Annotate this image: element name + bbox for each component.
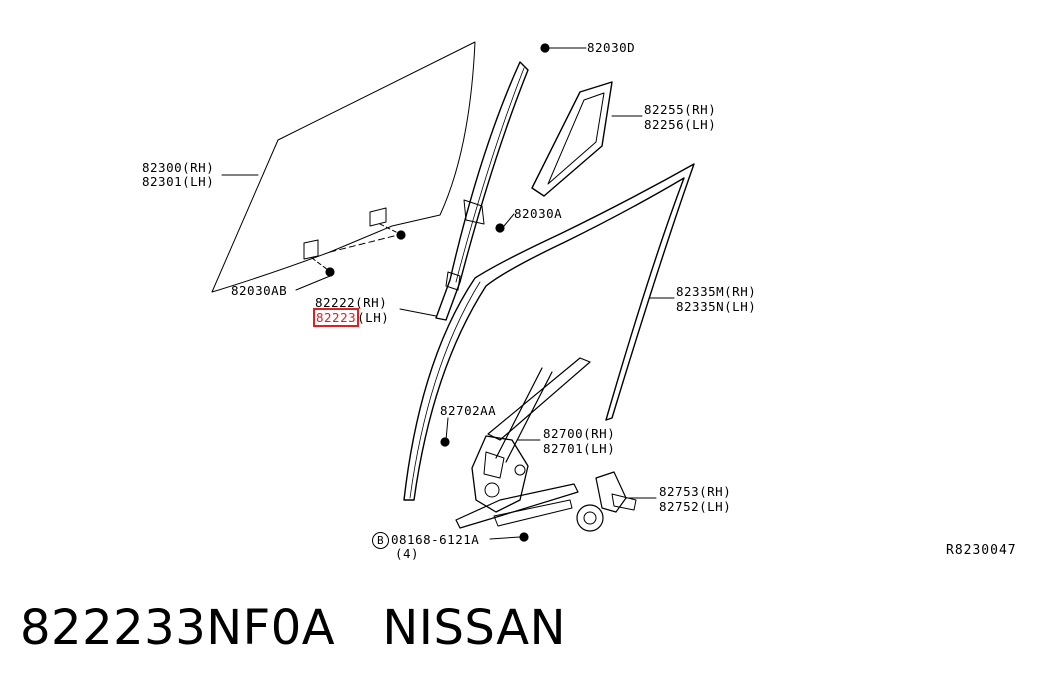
leader-lines [221, 47, 675, 540]
channel-rh-label: 82335M(RH) [676, 284, 757, 299]
sash-lh-label: 82223(LH) [312, 308, 390, 327]
glass-bolt-icon [325, 230, 406, 277]
sash-bolt-icon [495, 223, 505, 233]
top-bolt-icon [540, 43, 550, 53]
window-regulator-drawing [455, 357, 591, 529]
glass-rh-label: 82300(RH) [142, 160, 215, 175]
rear-sash-drawing [435, 61, 529, 321]
exploded-parts-diagram [211, 41, 695, 542]
mount-bolt-part: 08168-6121A [391, 532, 480, 547]
regulator-bolt-icon [440, 437, 450, 447]
glass-run-channel-drawing [403, 163, 695, 501]
drawing-reference: R8230047 [946, 543, 1017, 558]
regulator-mount-bolt-icon [519, 532, 529, 542]
regulator-bolt-label: 82702AA [440, 403, 497, 418]
motor-rh-label: 82753(RH) [659, 484, 732, 499]
weatherstrip-rh-label: 82255(RH) [644, 102, 717, 117]
glass-lh-label: 82301(LH) [142, 174, 215, 189]
glass-bolt-label: 82030AB [231, 283, 288, 298]
motor-lh-label: 82752(LH) [659, 499, 732, 514]
door-glass-drawing [211, 41, 476, 293]
sash-bolt-label: 82030A [514, 206, 563, 221]
weatherstrip-lh-label: 82256(LH) [644, 117, 717, 132]
sash-lh-side: (LH) [357, 310, 390, 325]
regulator-rh-label: 82700(RH) [543, 426, 616, 441]
part-number-caption: 822233NF0A NISSAN [20, 600, 567, 656]
channel-lh-label: 82335N(LH) [676, 299, 757, 314]
window-motor-drawing [576, 471, 637, 532]
sash-rh-label: 82222(RH) [315, 295, 388, 310]
highlighted-part-number[interactable]: 82223 [312, 308, 360, 327]
top-bolt-label: 82030D [587, 40, 636, 55]
mount-bolt-qty: (4) [395, 546, 420, 561]
regulator-lh-label: 82701(LH) [543, 441, 616, 456]
bolt-type-marker: B [372, 532, 389, 549]
quarter-weatherstrip-drawing [531, 81, 613, 197]
